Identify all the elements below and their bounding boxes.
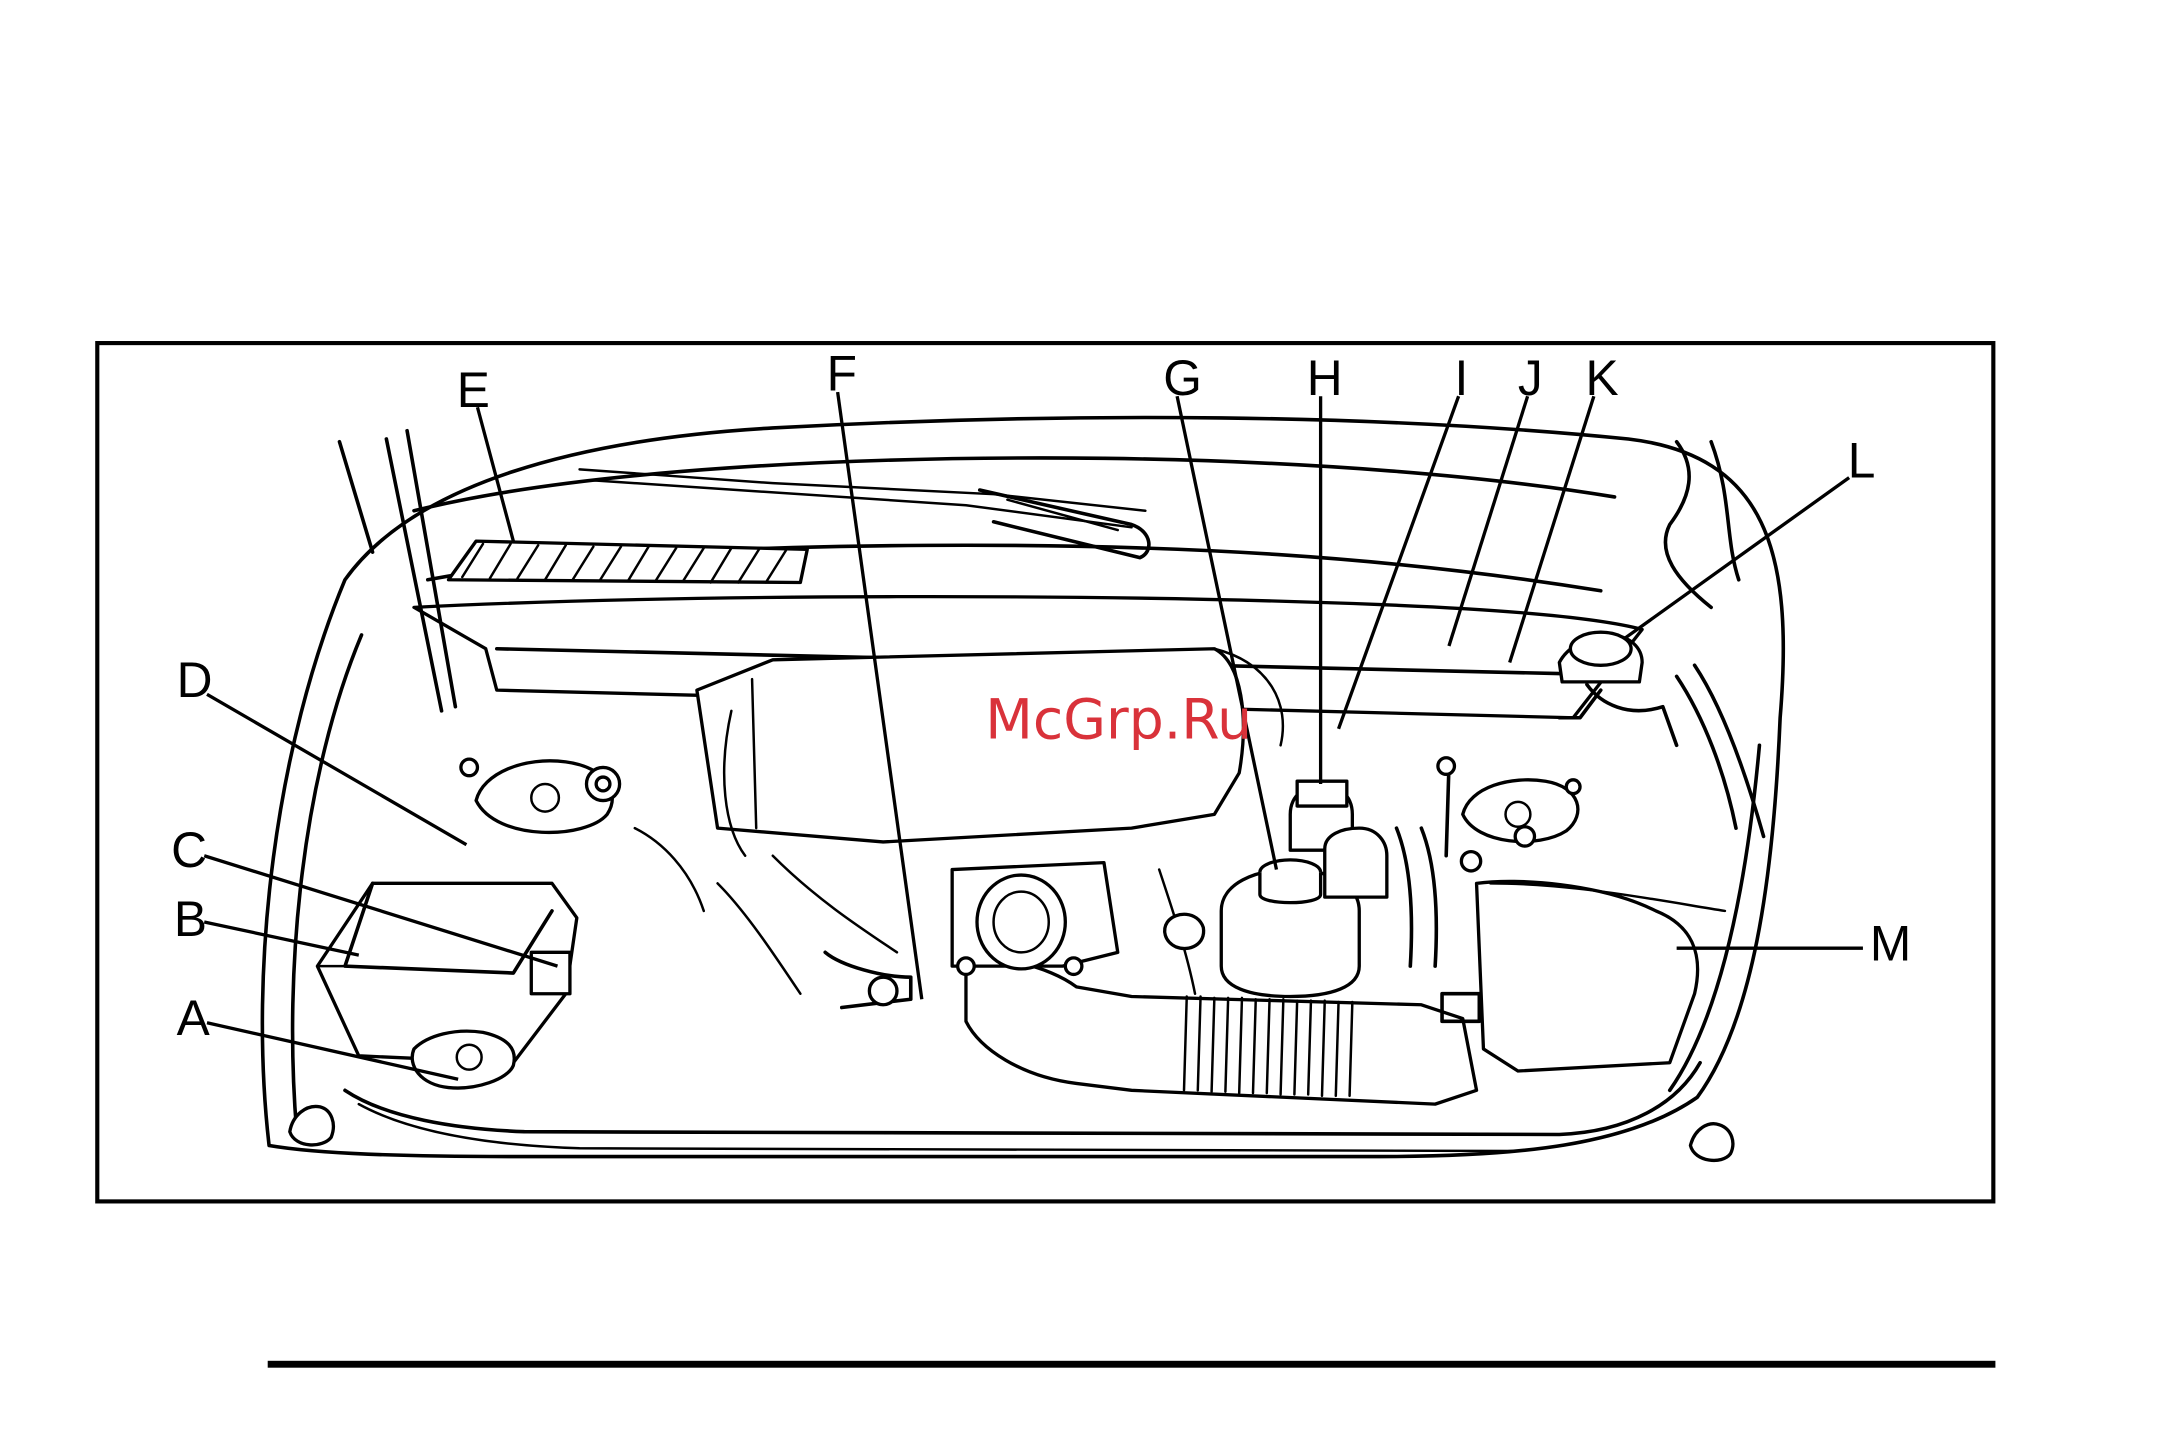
callout-l: L xyxy=(1848,433,1876,489)
callout-m: M xyxy=(1870,916,1911,972)
callout-g: G xyxy=(1163,350,1202,406)
callout-i: I xyxy=(1454,350,1468,406)
callout-k: K xyxy=(1586,350,1619,406)
callout-h: H xyxy=(1307,350,1343,406)
callout-f: F xyxy=(827,346,857,402)
callout-j: J xyxy=(1518,350,1543,406)
callout-a: A xyxy=(177,990,211,1046)
callout-e: E xyxy=(457,362,490,418)
callout-c: C xyxy=(171,822,207,878)
watermark-text: McGrp.Ru xyxy=(985,688,1252,752)
page-rule xyxy=(268,1361,1996,1368)
callout-b: B xyxy=(174,891,207,947)
callout-d: D xyxy=(177,652,213,708)
